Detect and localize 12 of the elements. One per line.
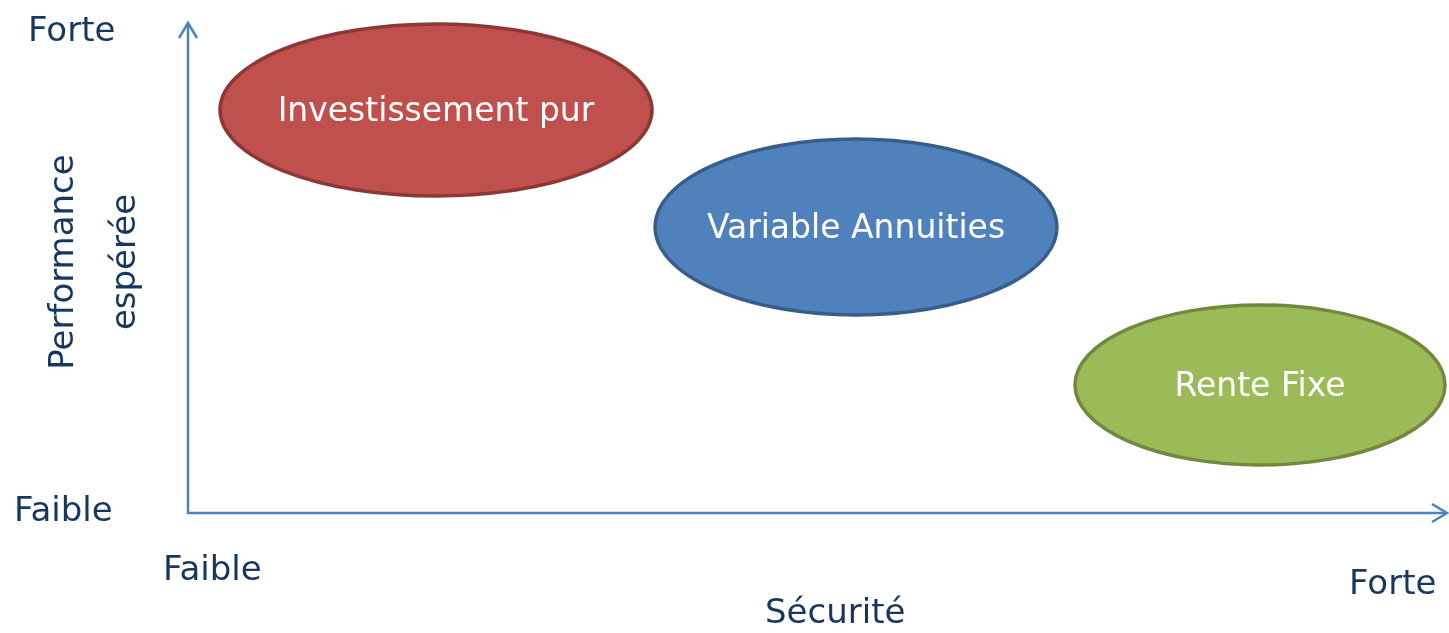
node-label: Rente Fixe	[1173, 364, 1347, 406]
ellipse-node	[1073, 303, 1447, 467]
ellipse-node	[653, 137, 1059, 317]
node-label: Investissement pur	[276, 89, 596, 131]
axis-min-label: Faible	[14, 489, 113, 529]
axis-min-label: Faible	[163, 548, 262, 588]
axis-max-label: Forte	[28, 9, 116, 49]
ellipse-node	[218, 22, 654, 198]
axis-title: Performance espérée	[40, 153, 144, 372]
axis-max-label: Forte	[1349, 562, 1437, 602]
axis-title: Sécurité	[765, 591, 906, 631]
node-label: Variable Annuities	[705, 206, 1007, 248]
